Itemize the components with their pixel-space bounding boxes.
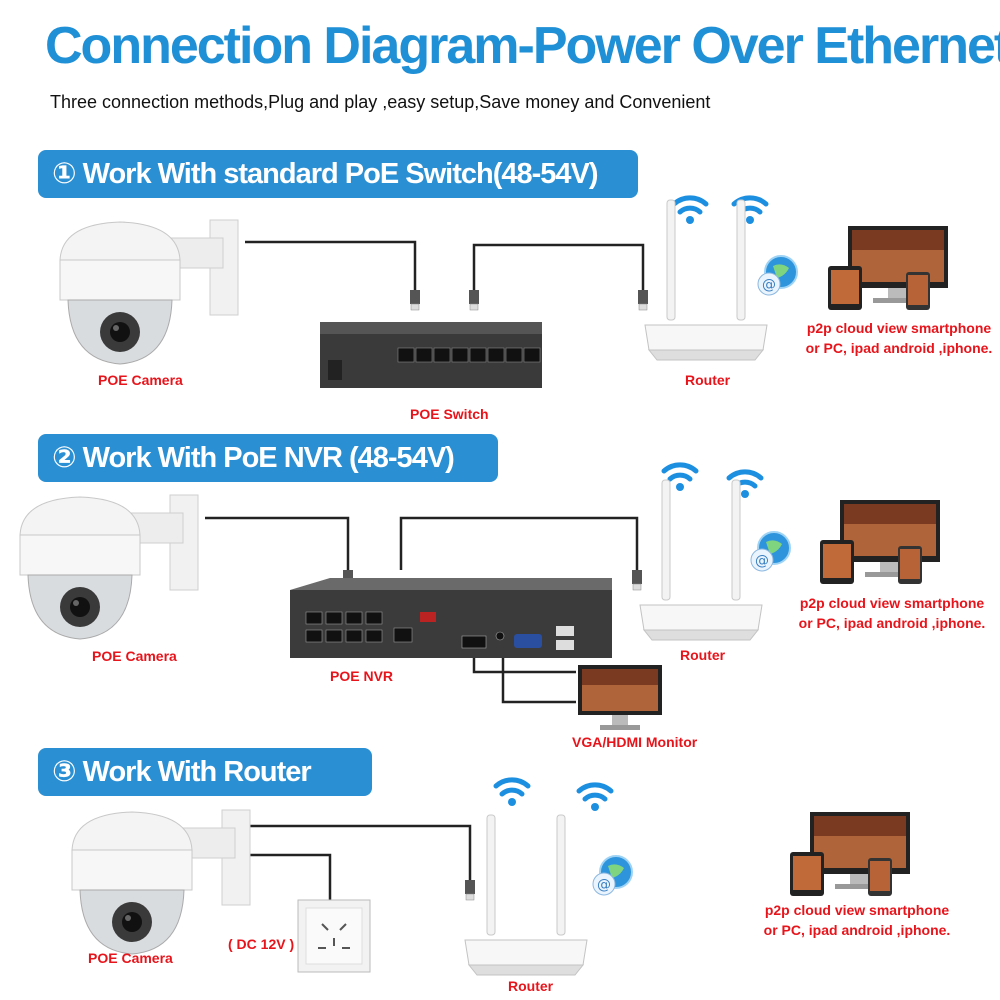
p2p-2-caption: p2p cloud view smartphone or PC, ipad an… <box>787 593 997 633</box>
rj45-plug-icon <box>637 289 649 311</box>
wifi-icon <box>579 785 611 811</box>
p2p-1-caption: p2p cloud view smartphone or PC, ipad an… <box>794 318 1000 358</box>
poe-nvr-image <box>290 578 612 658</box>
camera-1-label: POE Camera <box>98 372 183 388</box>
cloud-icon <box>757 255 798 296</box>
camera-2-label: POE Camera <box>92 648 177 664</box>
router-2-image <box>639 479 763 641</box>
p2p-3-line2: or PC, ipad android ,iphone. <box>763 922 951 938</box>
power-outlet-image <box>297 899 371 973</box>
p2p-3-caption: p2p cloud view smartphone or PC, ipad an… <box>752 900 962 940</box>
section-3-banner: ③ Work With Router <box>38 748 372 796</box>
monitor-label: VGA/HDMI Monitor <box>572 734 698 750</box>
p2p-3-line1: p2p cloud view smartphone <box>764 902 950 918</box>
poe-switch-label: POE Switch <box>410 406 489 422</box>
poe-switch-image <box>320 322 542 388</box>
rj45-plug-icon <box>464 879 476 901</box>
section-2-banner: ② Work With PoE NVR (48-54V) <box>38 434 498 482</box>
rj45-plug-icon <box>468 289 480 311</box>
camera-3-label: POE Camera <box>88 950 173 966</box>
devices-3-image <box>790 812 910 896</box>
rj45-plug-icon <box>409 289 421 311</box>
p2p-1-line1: p2p cloud view smartphone <box>806 320 992 336</box>
wifi-icon <box>496 780 528 806</box>
devices-1-image <box>828 226 948 310</box>
section-1-banner: ① Work With standard PoE Switch(48-54V) <box>38 150 638 198</box>
rj45-plug-icon <box>631 569 643 591</box>
router-3-label: Router <box>508 978 554 994</box>
p2p-2-line1: p2p cloud view smartphone <box>799 595 985 611</box>
monitor-image <box>578 665 662 730</box>
p2p-2-line2: or PC, ipad android ,iphone. <box>798 615 986 631</box>
p2p-1-line2: or PC, ipad android ,iphone. <box>805 340 993 356</box>
camera-1-image <box>59 219 239 365</box>
page-title: Connection Diagram-Power Over Ethernet <box>45 17 1000 75</box>
router-1-label: Router <box>685 372 731 388</box>
router-3-image <box>464 814 588 976</box>
cloud-icon <box>750 531 791 572</box>
devices-2-image <box>820 500 940 584</box>
cloud-icon <box>592 855 633 896</box>
page-subtitle: Three connection methods,Plug and play ,… <box>50 92 711 112</box>
camera-2-image <box>19 494 199 640</box>
poe-nvr-label: POE NVR <box>330 668 394 684</box>
wifi-icon <box>674 198 706 224</box>
power-label: ( DC 12V ) <box>228 936 295 952</box>
camera-3-image <box>71 809 251 955</box>
router-2-label: Router <box>680 647 726 663</box>
router-1-image <box>644 199 768 361</box>
